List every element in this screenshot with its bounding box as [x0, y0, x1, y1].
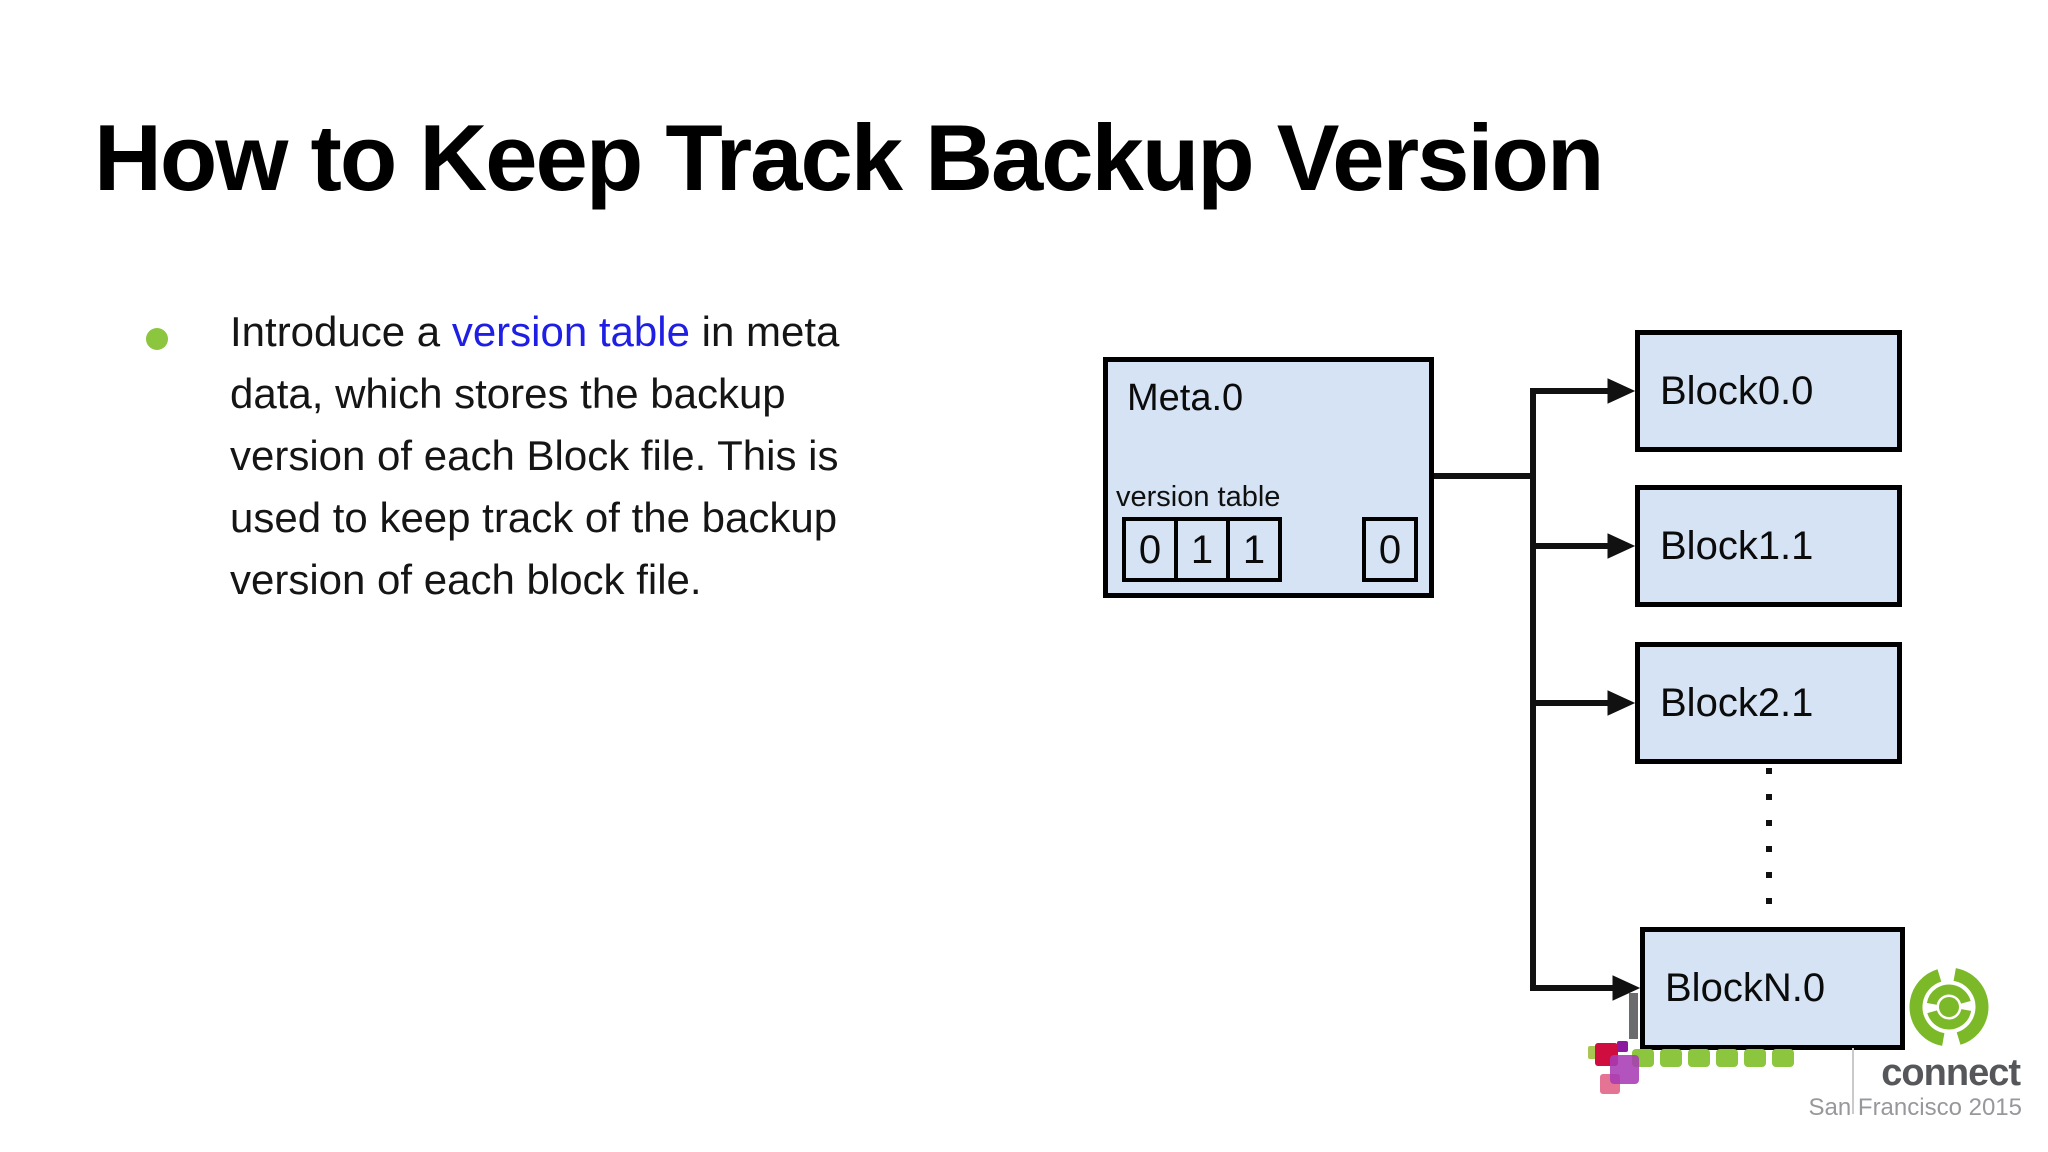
bullet-text-line: version of each block file. [230, 549, 1030, 611]
block-box: Block1.1 [1635, 485, 1902, 607]
block-box: Block0.0 [1635, 330, 1902, 452]
block-box-label: BlockN.0 [1665, 966, 1826, 1010]
version-table-label: version table [1116, 481, 1281, 513]
bullet-text-line: version of each Block file. This is [230, 425, 1030, 487]
pixel-square-decoration [1772, 1049, 1794, 1067]
pixel-square-decoration [1617, 1041, 1628, 1052]
arrowhead-block2 [1607, 690, 1636, 716]
block-box: BlockN.0 [1640, 927, 1905, 1050]
meta-box-label: Meta.0 [1127, 377, 1244, 419]
bullet-text: Introduce a version table in meta data, w… [230, 301, 1030, 611]
arrowhead-block0 [1607, 378, 1636, 404]
pixel-square-decoration [1744, 1049, 1766, 1067]
block-box: Block2.1 [1635, 642, 1902, 764]
bullet-plain-text: in meta [689, 308, 840, 355]
bullet-text-line: used to keep track of the backup [230, 487, 1030, 549]
spiral-target-icon [1909, 967, 1989, 1047]
bullet-plain-text: used to keep track of the backup [230, 494, 838, 541]
pixel-square-decoration [1716, 1049, 1738, 1067]
pixel-square-decoration [1688, 1049, 1710, 1067]
logo-event-text: San Francisco 2015 [1808, 1094, 2022, 1121]
block-box-label: Block0.0 [1660, 368, 1814, 413]
gray-bar-decoration [1629, 993, 1638, 1039]
version-table-cell: 1 [1226, 517, 1282, 582]
block-box-label: Block2.1 [1660, 680, 1814, 725]
pixel-square-decoration [1588, 1046, 1598, 1059]
meta-box [1103, 357, 1434, 598]
bullet-plain-text: Introduce a [230, 308, 452, 355]
arrowhead-block1 [1607, 533, 1636, 559]
bullet-dot-icon [146, 328, 168, 350]
bullet-text-line: data, which stores the backup [230, 363, 1030, 425]
bullet-plain-text: data, which stores the backup [230, 370, 786, 417]
pixel-square-decoration [1610, 1055, 1639, 1084]
logo-brand-text: connect [1881, 1052, 2021, 1094]
version-table-cell: 1 [1174, 517, 1230, 582]
bullet-plain-text: version of each Block file. This is [230, 432, 839, 479]
bullet-link-text: version table [451, 308, 690, 355]
version-table-cell: 0 [1122, 517, 1178, 582]
logo-divider-line [1852, 1048, 1854, 1114]
bullet-text-line: Introduce a version table in meta [230, 301, 1030, 363]
version-table-last-cell: 0 [1362, 517, 1418, 582]
bullet-plain-text: version of each block file. [230, 556, 702, 603]
slide-title: How to Keep Track Backup Version [94, 105, 1604, 210]
block-box-label: Block1.1 [1660, 523, 1814, 568]
pixel-square-decoration [1660, 1049, 1682, 1067]
